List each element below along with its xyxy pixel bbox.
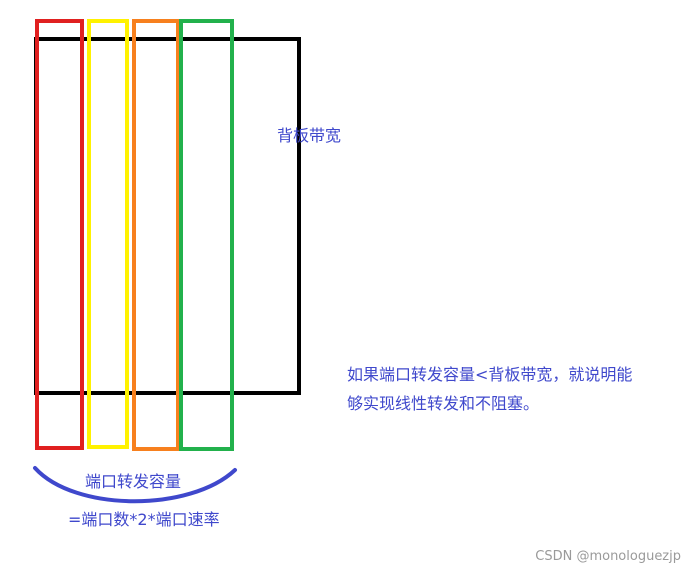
backplane-bandwidth-label: 背板带宽 bbox=[277, 126, 342, 145]
note-line-1: 如果端口转发容量<背板带宽，就说明能 bbox=[347, 365, 633, 384]
note-line-2: 够实现线性转发和不阻塞。 bbox=[347, 394, 540, 413]
watermark: CSDN @monologuezjp bbox=[535, 549, 681, 564]
backplane-box bbox=[34, 37, 301, 395]
port-bar-green bbox=[179, 19, 234, 451]
port-bar-red bbox=[35, 19, 84, 450]
brace-curve bbox=[33, 466, 237, 504]
port-bar-orange bbox=[132, 19, 180, 451]
formula-label: =端口数*2*端口速率 bbox=[68, 510, 220, 529]
port-bar-yellow bbox=[87, 19, 129, 449]
forwarding-capacity-label: 端口转发容量 bbox=[85, 472, 182, 491]
